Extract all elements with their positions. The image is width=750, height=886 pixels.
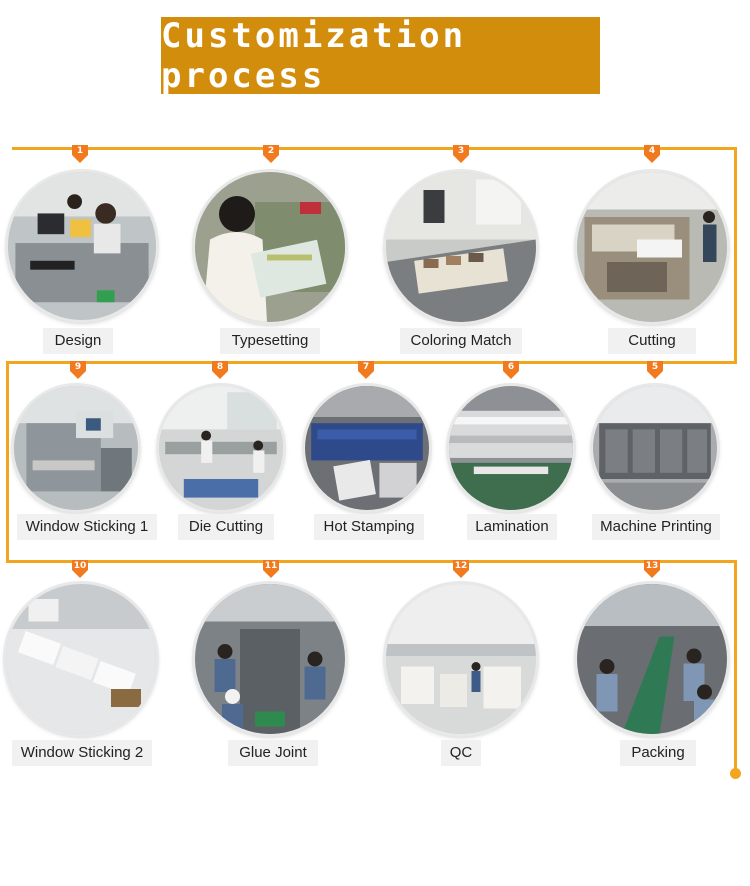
- step-marker: 8: [211, 361, 229, 379]
- step-marker: 3: [452, 145, 470, 163]
- step-number: 1: [76, 146, 84, 156]
- step-number: 12: [454, 561, 468, 571]
- lamination-photo-icon: [449, 386, 573, 510]
- step-number: 2: [267, 146, 275, 156]
- flow-line-row1: [12, 147, 737, 150]
- page-title: Customization process: [161, 15, 467, 96]
- step-label: Machine Printing: [592, 514, 720, 540]
- step-number: 9: [74, 362, 82, 372]
- step-label: Typesetting: [220, 328, 320, 354]
- step-marker: 1: [71, 145, 89, 163]
- step-marker: 12: [452, 560, 470, 578]
- step-label: Window Sticking 1: [17, 514, 157, 540]
- down-arrow-icon: [647, 361, 663, 379]
- down-arrow-icon: [212, 361, 228, 379]
- photo-packing: [577, 584, 727, 734]
- down-arrow-icon: [453, 145, 469, 163]
- office-photo-icon: [8, 172, 156, 320]
- step-label: Design: [43, 328, 113, 354]
- step-marker: 10: [71, 560, 89, 578]
- step-marker: 9: [69, 361, 87, 379]
- photo-lamination: [449, 386, 573, 510]
- photo-window-sticking-2: [6, 584, 156, 734]
- down-arrow-icon: [72, 560, 88, 578]
- step-marker: 2: [262, 145, 280, 163]
- step-label: Glue Joint: [228, 740, 318, 766]
- step-number: 7: [362, 362, 370, 372]
- photo-die-cutting: [159, 386, 283, 510]
- photo-cutting: [577, 172, 727, 322]
- step-marker: 13: [643, 560, 661, 578]
- photo-hot-stamping: [305, 386, 429, 510]
- flow-line-row3: [6, 560, 737, 563]
- step-label: Window Sticking 2: [12, 740, 152, 766]
- coloring-photo-icon: [386, 172, 536, 322]
- step-label: Die Cutting: [178, 514, 274, 540]
- glue-joint-photo-icon: [195, 584, 345, 734]
- window-sticking-2-photo-icon: [6, 584, 156, 734]
- down-arrow-icon: [453, 560, 469, 578]
- flow-end-dot: [730, 768, 741, 779]
- down-arrow-icon: [644, 145, 660, 163]
- photo-typesetting: [195, 172, 345, 322]
- step-label: Lamination: [467, 514, 557, 540]
- down-arrow-icon: [263, 560, 279, 578]
- down-arrow-icon: [644, 560, 660, 578]
- photo-glue-joint: [195, 584, 345, 734]
- machine-printing-photo-icon: [593, 386, 717, 510]
- step-label: Hot Stamping: [314, 514, 424, 540]
- die-cutting-photo-icon: [159, 386, 283, 510]
- step-number: 5: [651, 362, 659, 372]
- photo-machine-printing: [593, 386, 717, 510]
- flow-line-left: [6, 361, 9, 563]
- step-label: QC: [441, 740, 481, 766]
- flow-line-right2: [734, 560, 737, 772]
- photo-window-sticking-1: [14, 386, 138, 510]
- step-marker: 11: [262, 560, 280, 578]
- packing-photo-icon: [577, 584, 727, 734]
- step-marker: 4: [643, 145, 661, 163]
- step-number: 4: [648, 146, 656, 156]
- step-number: 8: [216, 362, 224, 372]
- photo-qc: [386, 584, 536, 734]
- cutting-photo-icon: [577, 172, 727, 322]
- photo-office: [8, 172, 156, 320]
- window-sticking-photo-icon: [14, 386, 138, 510]
- down-arrow-icon: [70, 361, 86, 379]
- step-number: 3: [457, 146, 465, 156]
- photo-coloring: [386, 172, 536, 322]
- title-banner: Customization process: [161, 15, 600, 96]
- step-number: 11: [264, 561, 278, 571]
- step-marker: 7: [357, 361, 375, 379]
- down-arrow-icon: [358, 361, 374, 379]
- step-label: Coloring Match: [400, 328, 522, 354]
- typesetting-photo-icon: [195, 172, 345, 322]
- step-marker: 6: [502, 361, 520, 379]
- down-arrow-icon: [72, 145, 88, 163]
- step-label: Cutting: [608, 328, 696, 354]
- step-number: 13: [645, 561, 659, 571]
- down-arrow-icon: [503, 361, 519, 379]
- hot-stamping-photo-icon: [305, 386, 429, 510]
- step-marker: 5: [646, 361, 664, 379]
- qc-photo-icon: [386, 584, 536, 734]
- step-number: 10: [73, 561, 87, 571]
- down-arrow-icon: [263, 145, 279, 163]
- step-label: Packing: [620, 740, 696, 766]
- step-number: 6: [507, 362, 515, 372]
- flow-line-right1: [734, 147, 737, 364]
